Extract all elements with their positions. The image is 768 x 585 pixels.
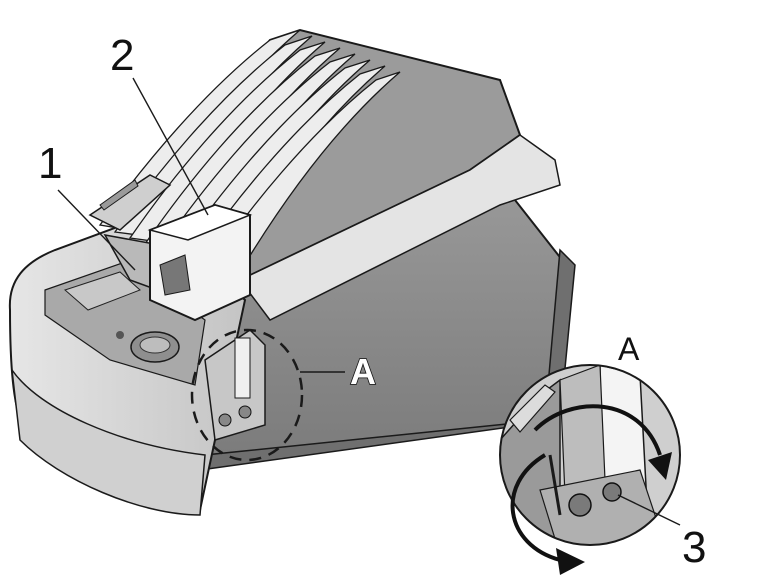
callout-1: 1 [38, 139, 62, 188]
callout-2: 2 [110, 31, 134, 80]
status-led-icon [116, 331, 124, 339]
arrowhead-lower-icon [556, 548, 585, 575]
paper-cutter-block [147, 203, 253, 322]
printer-front-lower [11, 369, 206, 516]
printer-cover-band [238, 134, 561, 321]
display-window [64, 271, 141, 311]
screw-icon [602, 482, 622, 502]
screw-icon [218, 413, 232, 427]
detail-marker-a: A [350, 351, 376, 392]
screw-icon [238, 405, 252, 419]
arrowhead-upper-icon [648, 452, 672, 480]
detail-title-a: A [618, 331, 640, 367]
leader-line-2 [132, 77, 209, 216]
callout-3: 3 [682, 523, 706, 572]
screw-icon [568, 493, 592, 517]
detail-circle-marker [190, 328, 304, 462]
screw-recess [204, 329, 266, 441]
rotate-arrow-lower-icon [510, 453, 561, 562]
leader-line-1 [57, 189, 136, 271]
power-button-top [139, 336, 171, 354]
leader-line-3 [617, 494, 681, 526]
rotate-arrow-upper-icon [533, 404, 662, 456]
